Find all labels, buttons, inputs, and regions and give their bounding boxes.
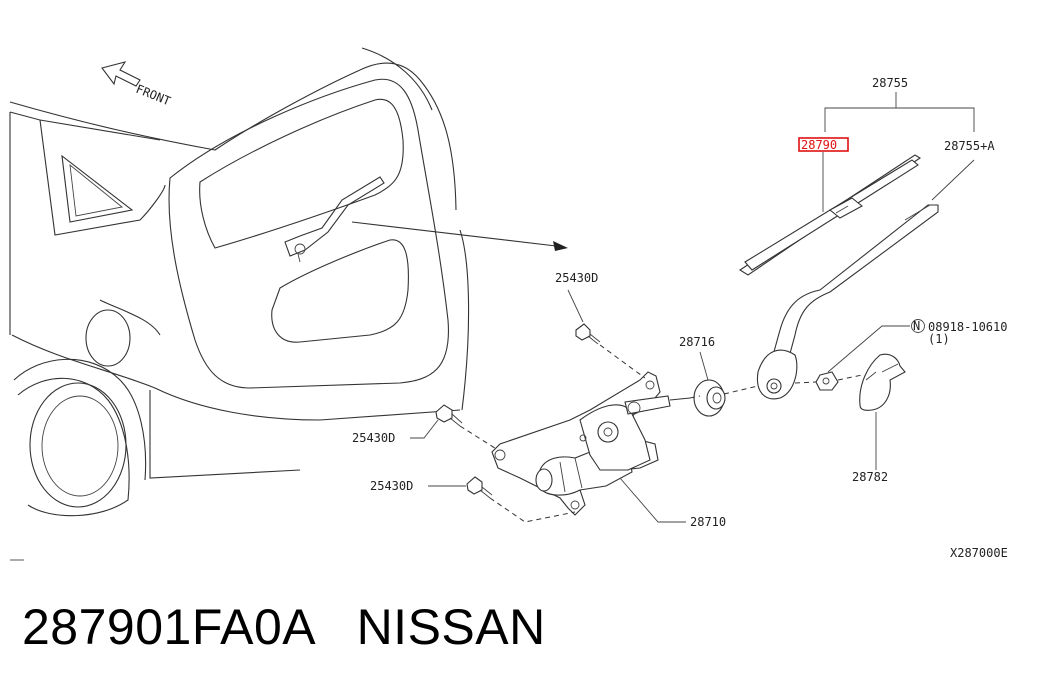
wiper-arm-drawing <box>756 204 939 400</box>
wiper-blade-drawing <box>738 154 922 276</box>
bolt-lower-drawing <box>466 476 493 499</box>
cap-drawing <box>859 353 906 411</box>
bolt-middle-drawing <box>435 404 463 427</box>
caption-brand: NISSAN <box>356 599 546 655</box>
caption-part-number: 287901FA0A <box>22 599 314 655</box>
leader-lines <box>410 92 975 523</box>
label-08918-10610: 08918-10610 <box>928 320 1007 334</box>
label-28782: 28782 <box>852 470 888 484</box>
diagram-code: X287000E <box>950 546 1008 560</box>
alignment-lines <box>459 344 863 523</box>
nut-drawing <box>815 371 839 391</box>
motor-drawing <box>491 371 691 516</box>
nut-symbol-letter: N <box>913 319 920 333</box>
front-label: FRONT <box>134 82 173 109</box>
label-28710: 28710 <box>690 515 726 529</box>
label-28755: 28755 <box>872 76 908 90</box>
front-direction-arrow-icon <box>101 61 141 87</box>
pivot-seal-drawing <box>693 379 726 417</box>
detail-pointer-arrow <box>351 221 568 251</box>
part-caption: 287901FA0A NISSAN <box>22 598 546 656</box>
highlight-box-28790 <box>798 137 849 152</box>
label-nut-qty: (1) <box>928 332 950 346</box>
label-28790-highlighted: 28790 <box>801 138 837 152</box>
label-28716: 28716 <box>679 335 715 349</box>
nut-symbol-icon <box>911 319 925 333</box>
label-25430d-upper: 25430D <box>555 271 598 285</box>
bolt-upper-drawing <box>575 323 601 345</box>
label-25430d-lower: 25430D <box>370 479 413 493</box>
label-28755-a: 28755+A <box>944 139 995 153</box>
car-rear-body <box>9 47 470 561</box>
label-25430d-middle: 25430D <box>352 431 395 445</box>
